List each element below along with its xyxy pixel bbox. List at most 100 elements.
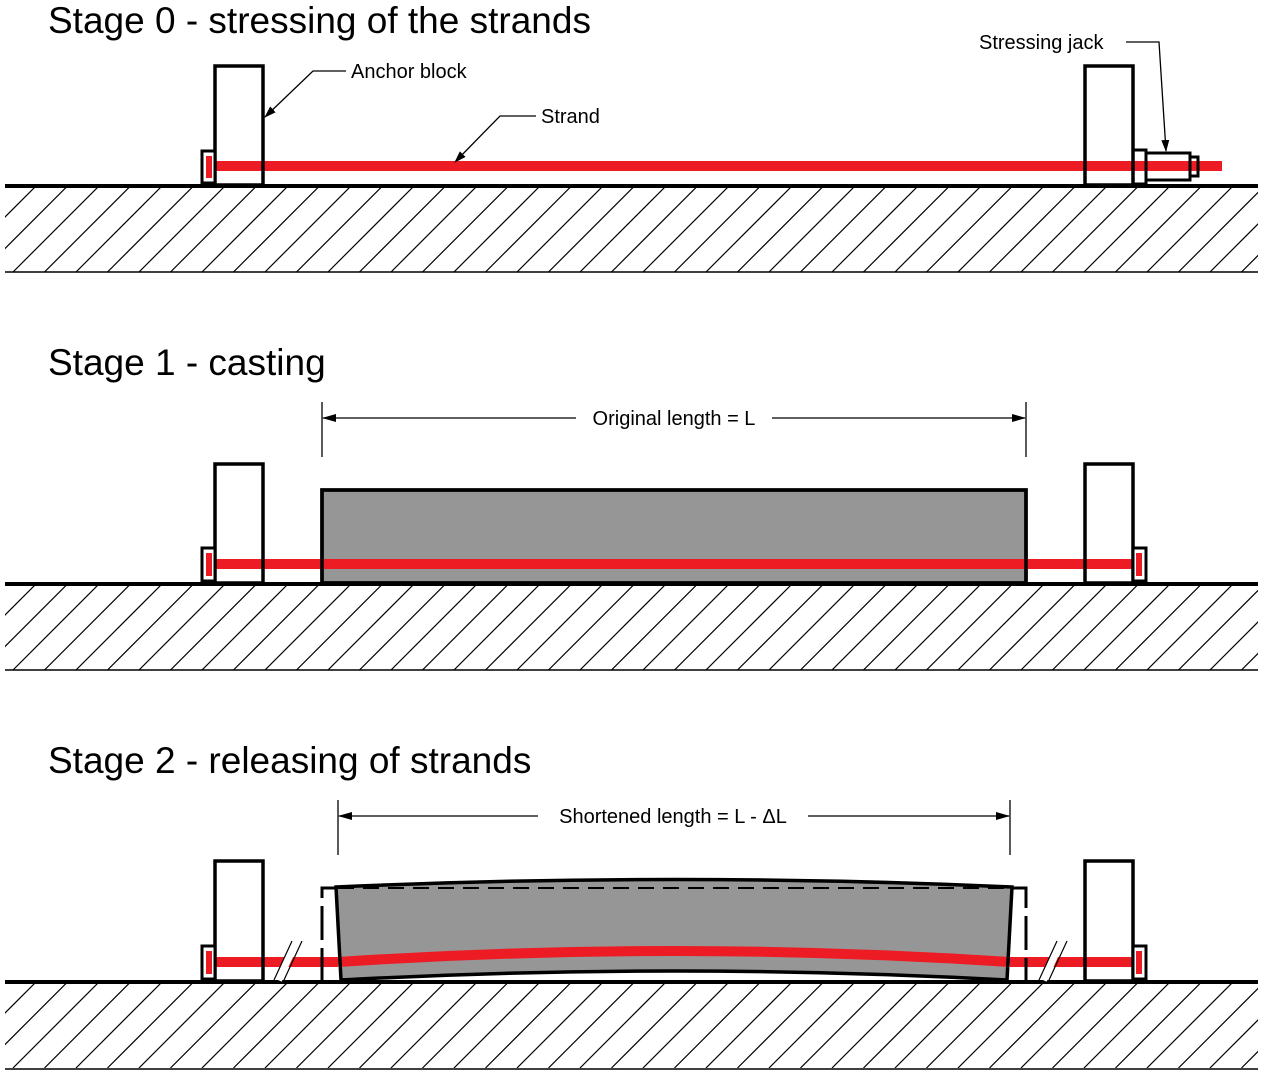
hatch-line [422,984,508,1068]
hatch-line [831,984,917,1068]
hatch-line [737,984,823,1068]
hatch-line [1115,586,1201,670]
hatch-line [1052,188,1138,272]
ground-hatch [5,984,1258,1068]
hatch-line [548,984,634,1068]
hatch-line [579,188,665,272]
hatch-line [1115,984,1201,1068]
hatch-line [170,586,256,670]
hatch-line [201,188,287,272]
hatch-line [674,188,760,272]
strand-break-left [273,939,303,982]
hatch-line [768,984,854,1068]
stressing-jack-label: Stressing jack [979,32,1104,54]
hatch-line [737,586,823,670]
hatch-line [5,984,35,1014]
hatch-line [705,984,791,1068]
jack-cap [1188,155,1200,178]
hatch-line [296,586,382,670]
hatch-line [5,586,67,648]
strand [208,559,1138,569]
hatch-line [359,188,445,272]
hatch-line [201,586,287,670]
hatch-line [138,586,224,670]
hatch-line [1020,188,1106,272]
ground-2 [5,980,1258,1070]
anchor-block-right [1083,462,1135,585]
anchor-block-leader [264,70,346,118]
hatch-line [12,188,98,272]
hatch-line [5,586,35,616]
hatch-line [1083,984,1169,1068]
shortened-length-dimension: Shortened length = L - ΔL [337,800,1011,855]
hatch-line [485,984,571,1068]
hatch-line [516,188,602,272]
hatch-line [957,188,1043,272]
strand-end-left [206,951,212,974]
hatch-line [327,586,413,670]
hatch-line [359,984,445,1068]
strand [208,161,1222,171]
anchor-block-label: Anchor block [351,61,468,83]
hatch-line [1083,586,1169,670]
hatch-line [1052,586,1138,670]
hatch-line [548,586,634,670]
hatch-line [327,984,413,1068]
hatch-line [44,188,130,272]
hatch-line [264,188,350,272]
hatch-line [989,188,1075,272]
hatch-line [548,188,634,272]
hatch-line [485,188,571,272]
hatch-line [926,586,1012,670]
hatch-line [957,586,1043,670]
anchor-block-left [213,64,265,187]
hatch-line [5,188,35,218]
original-beam-outline [320,886,1028,982]
hatch-line [831,188,917,272]
hatch-line [674,586,760,670]
original-outline-right [1012,886,1028,982]
hatch-line [390,984,476,1068]
hatch-line [170,188,256,272]
hatch-line [1146,586,1232,670]
hatch-line [611,586,697,670]
hatch-line [579,984,665,1068]
hatch-line [642,188,728,272]
hatch-line [453,984,539,1068]
hatch-line [579,586,665,670]
hatch-line [642,984,728,1068]
hatch-line [1241,254,1258,272]
hatch-line [107,188,193,272]
hatch-line [233,586,319,670]
anchor-block-left [213,859,265,983]
original-length-label: Original length = L [593,408,756,430]
hatch-line [831,586,917,670]
strand-label: Strand [541,106,600,128]
hatch-line [642,586,728,670]
strand-break-right [1038,939,1068,982]
hatch-line [800,586,886,670]
hatch-line [12,984,98,1068]
hatch-line [863,586,949,670]
strand-right-segment [1010,957,1138,967]
ground-hatch [5,188,1258,272]
stressing-jack [1144,151,1200,182]
hatch-line [1209,223,1258,272]
hatch-line [768,188,854,272]
hatch-line [359,586,445,670]
hatch-line [926,188,1012,272]
stage-0-title: Stage 0 - stressing of the strands [48,0,591,41]
ground-1 [5,582,1258,671]
hatch-line [1146,984,1232,1068]
hatch-line [12,586,98,670]
strand-end-right [1136,553,1142,576]
hatch-line [989,984,1075,1068]
hatch-line [926,984,1012,1068]
hatch-line [611,984,697,1068]
hatch-line [296,984,382,1068]
hatch-line [1083,188,1169,272]
hatch-line [44,586,130,670]
stage-1-title: Stage 1 - casting [48,342,326,383]
ground-0 [5,184,1258,273]
